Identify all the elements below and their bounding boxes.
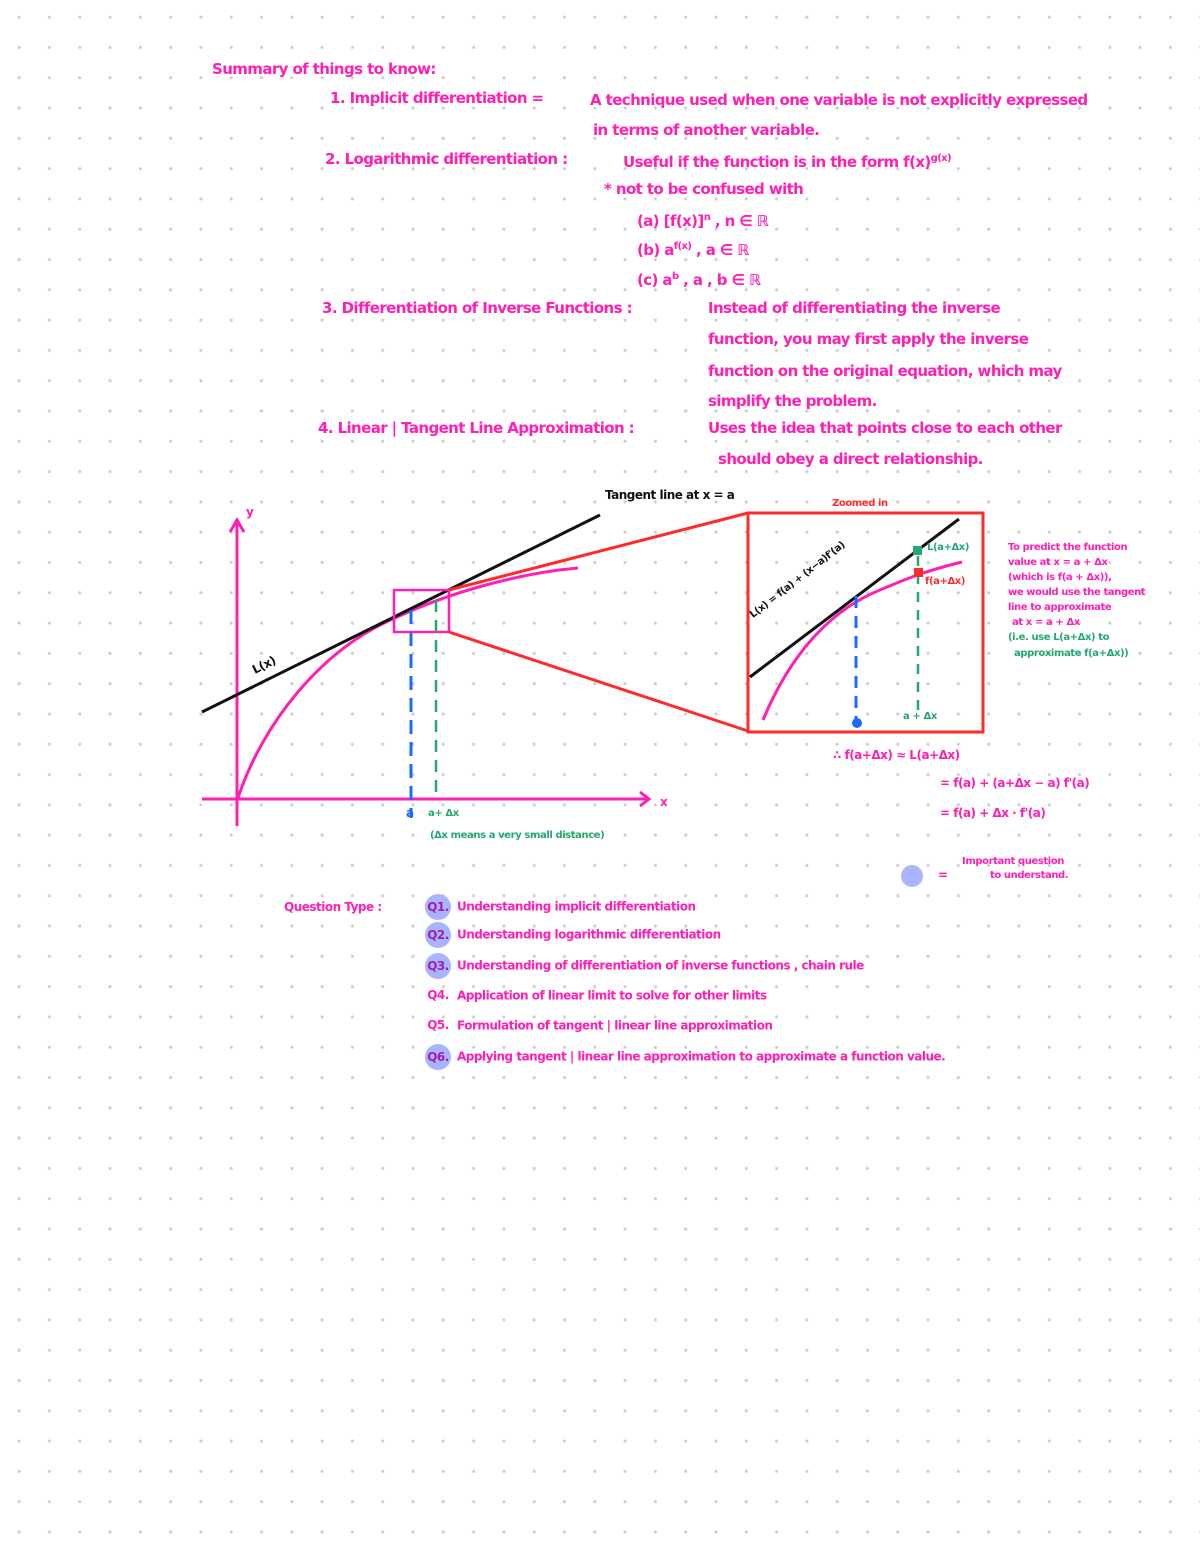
topic-1-desc-line-2: in terms of another variable. [593, 121, 820, 139]
tangent-line [201, 513, 601, 714]
important-marker [901, 865, 923, 887]
zoomed-in-box [746, 511, 985, 734]
question-item: Q4.Application of linear limit to solve … [427, 988, 767, 1003]
page-title: Summary of things to know: [212, 60, 436, 78]
important-badge: Q6. [425, 1043, 451, 1070]
topic-2-note: * not to be confused with [604, 180, 804, 198]
zoom-tick-label: a + Δx [903, 711, 937, 722]
topic-1-desc-line-1: A technique used when one variable is no… [590, 91, 1088, 109]
dx-note: (Δx means a very small distance) [430, 830, 605, 841]
topic-4-name: 4. Linear | Tangent Line Approximation : [318, 419, 635, 437]
zoom-region-box [392, 588, 451, 634]
derivation-line-2: = f(a) + (a+Δx − a) f'(a) [940, 776, 1090, 790]
question-item: Q3.Understanding of differentiation of i… [425, 951, 864, 979]
x-axis-label: x [660, 795, 668, 809]
tick-a-label: a [406, 806, 414, 820]
topic-1-name: 1. Implicit differentiation = [330, 89, 544, 107]
topic-3-desc-line-2: function, you may first apply the invers… [708, 330, 1029, 348]
tick-a-dx-label: a+ Δx [428, 808, 459, 819]
zoomed-curve [761, 560, 963, 721]
legend-equals: = [938, 868, 948, 882]
topic-2-desc: Useful if the function is in the form f(… [623, 153, 952, 171]
topic-3-name: 3. Differentiation of Inverse Functions … [322, 299, 633, 317]
question-item: Q1.Understanding implicit differentiatio… [425, 892, 696, 920]
topic-4-desc-line-1: Uses the idea that points close to each … [708, 419, 1062, 437]
topic-2-case-b: (b) af(x) , a ∈ ℝ [637, 241, 749, 259]
topic-2-name: 2. Logarithmic differentiation : [325, 150, 568, 168]
question-type-label: Question Type : [284, 900, 382, 914]
function-curve [236, 566, 579, 799]
topic-3-desc-line-1: Instead of differentiating the inverse [708, 299, 1001, 317]
derivation-line-1: ∴ f(a+Δx) ≈ L(a+Δx) [833, 748, 960, 762]
y-axis-label: y [246, 505, 254, 519]
question-item: Q5.Formulation of tangent | linear line … [427, 1018, 773, 1033]
important-badge: Q2. [425, 921, 451, 948]
topic-3-desc-line-4: simplify the problem. [708, 392, 877, 410]
zoom-f-label: f(a+Δx) [925, 576, 966, 587]
topic-4-desc-line-2: should obey a direct relationship. [718, 450, 984, 468]
legend-line-2: to understand. [990, 870, 1069, 881]
important-badge: Q3. [425, 952, 451, 979]
important-badge: Q1. [425, 893, 451, 920]
derivation-line-3: = f(a) + Δx · f'(a) [940, 806, 1046, 820]
zoom-L-label: L(a+Δx) [927, 542, 970, 553]
tangent-line-label: Tangent line at x = a [605, 488, 735, 502]
zoomed-in-label: Zoomed in [832, 498, 888, 509]
question-item: Q2.Understanding logarithmic differentia… [425, 920, 721, 948]
topic-2-case-c: (c) ab , a , b ∈ ℝ [637, 271, 761, 289]
question-item: Q6.Applying tangent | linear line approx… [425, 1042, 946, 1070]
topic-3-desc-line-3: function on the original equation, which… [708, 362, 1062, 380]
topic-2-case-a: (a) [f(x)]n , n ∈ ℝ [637, 212, 769, 230]
side-note: To predict the function value at x = a +… [1008, 542, 1146, 659]
legend-line-1: Important question [962, 856, 1065, 867]
